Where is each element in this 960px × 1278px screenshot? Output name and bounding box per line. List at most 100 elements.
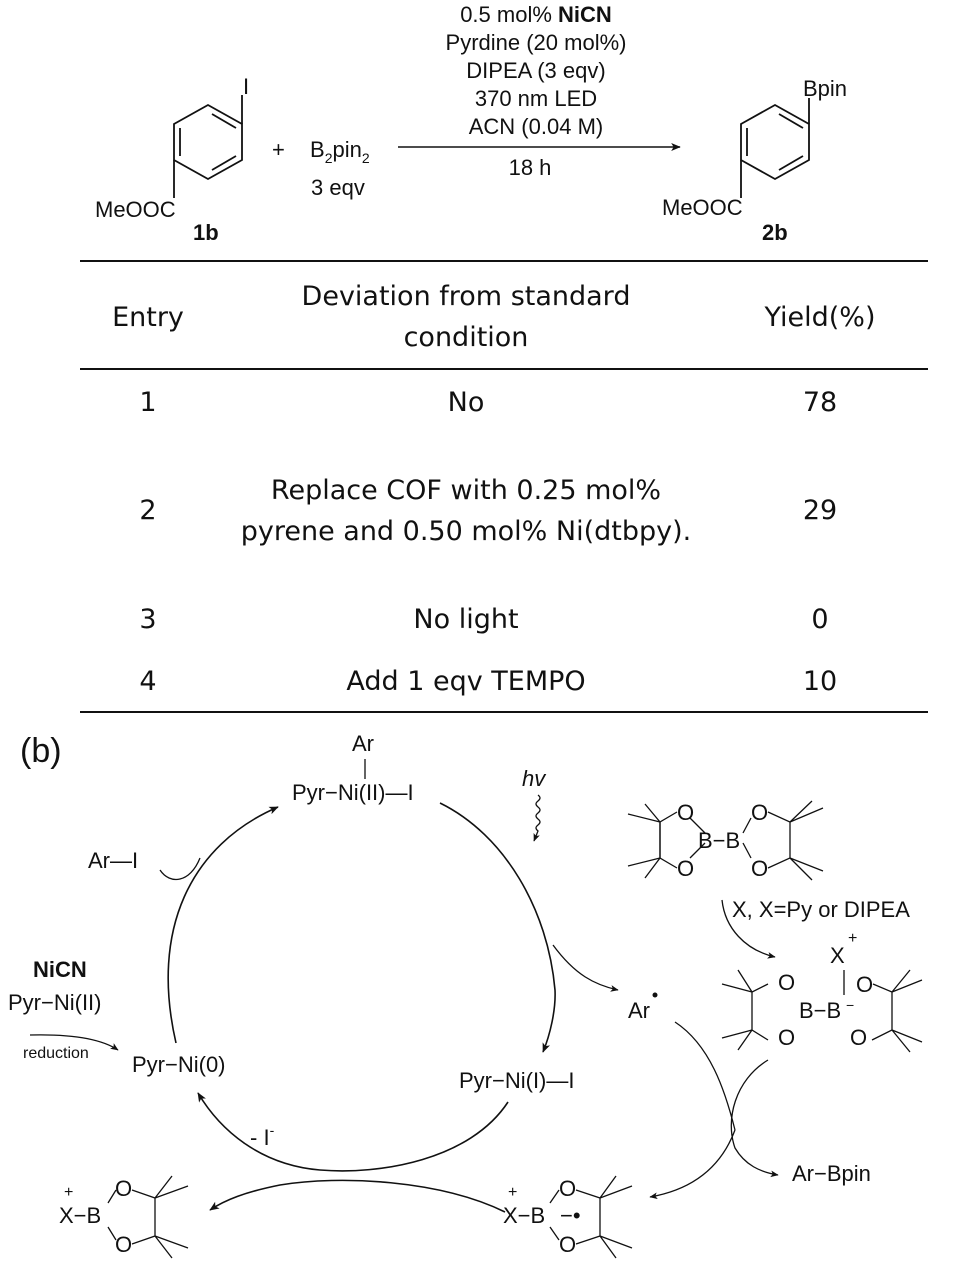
ate-oxygen-2: O	[856, 972, 873, 997]
product-structure: Bpin MeOOC 2b	[662, 76, 847, 245]
boryl-cation-ring	[131, 1189, 156, 1245]
ate-left-methyls	[721, 969, 753, 1051]
condition-catalyst: 0.5 mol% NiCN	[460, 2, 612, 27]
ate-complex-plus: +	[848, 930, 857, 947]
precatalyst-name: NiCN	[33, 957, 87, 982]
condition-light: 370 nm LED	[475, 86, 597, 111]
plus-sign: +	[272, 137, 285, 162]
boryl-radical-oxygen-2: O	[559, 1232, 576, 1257]
boryl-cation-bo-bonds	[107, 1189, 117, 1241]
boryl-cation-label: X−B	[59, 1203, 101, 1228]
ate-oxygen-4: O	[850, 1025, 867, 1050]
nickel-zero-label: Pyr−Ni(0)	[132, 1052, 226, 1077]
row2-deviation-line1: Replace COF with 0.25 mol%	[271, 475, 661, 506]
ate-complex-x: X	[830, 943, 845, 968]
header-deviation-line2: condition	[404, 322, 529, 353]
table-row: 4 Add 1 eqv TEMPO 10	[139, 666, 837, 697]
boryl-radical-methyls	[599, 1175, 633, 1259]
condition-solvent: ACN (0.04 M)	[469, 114, 603, 139]
aryl-radical-arrow	[552, 944, 619, 992]
row2-yield: 29	[803, 495, 837, 526]
product-label: Ar−Bpin	[792, 1161, 871, 1186]
mechanism-panel: (b) Ar Pyr−Ni(II)—I hv Ar—I Ar NiCN Pyr−…	[8, 731, 923, 1259]
row2-entry: 2	[139, 495, 156, 526]
reduction-label: reduction	[23, 1045, 89, 1062]
reagent-formula: B2pin2	[310, 137, 370, 166]
hv-label: hv	[522, 766, 547, 791]
aryl-iodide-curve	[159, 857, 201, 881]
header-deviation-line1: Deviation from standard	[302, 281, 631, 312]
row1-deviation: No	[448, 387, 485, 418]
pinacol-right-ring	[767, 811, 791, 869]
boryl-radical-oxygen-1: O	[559, 1176, 576, 1201]
ate-right-methyls	[891, 969, 923, 1053]
reaction-scheme: I MeOOC 1b + B2pin2 3 eqv 0.5 mol% NiCN …	[95, 2, 847, 245]
row3-deviation: No light	[413, 604, 518, 635]
iodide-loss-label: - I-	[250, 1122, 275, 1150]
b2pin2-oxygen-2: O	[751, 800, 768, 825]
reduction-arrow	[29, 1034, 119, 1051]
ate-left-ring	[751, 983, 769, 1041]
ate-oxygen-1: O	[778, 970, 795, 995]
boryl-radical-label: X−B	[503, 1203, 545, 1228]
table-header: Entry Deviation from standard condition …	[112, 281, 875, 353]
row4-entry: 4	[139, 666, 156, 697]
row2-deviation-line2: pyrene and 0.50 mol% Ni(dtbpy).	[241, 516, 692, 547]
ate-complex-structure: + X O O O O B−B −	[721, 930, 923, 1053]
reaction-conditions: 0.5 mol% NiCN Pyrdine (20 mol%) DIPEA (3…	[446, 2, 627, 180]
b2pin2-oxygen-1: O	[677, 800, 694, 825]
reactant-ester-label: MeOOC	[95, 197, 176, 222]
condition-pyridine: Pyrdine (20 mol%)	[446, 30, 627, 55]
ate-center: B−B	[799, 998, 841, 1023]
condition-time: 18 h	[509, 155, 552, 180]
row1-yield: 78	[803, 387, 837, 418]
product-ester-label: MeOOC	[662, 195, 743, 220]
header-yield: Yield(%)	[763, 302, 875, 333]
light-wavy-arrow	[533, 794, 541, 842]
b2pin2-oxygen-3: O	[677, 856, 694, 881]
ate-minus: −	[846, 997, 854, 1013]
row3-yield: 0	[811, 604, 828, 635]
boryl-radical-dot: −•	[560, 1203, 581, 1228]
reactant-structure: I MeOOC 1b	[95, 74, 249, 245]
row4-deviation: Add 1 eqv TEMPO	[346, 666, 585, 697]
activator-label: X, X=Py or DIPEA	[732, 897, 910, 922]
pinacol-right-methyls	[789, 800, 824, 881]
product-compound-label: 2b	[762, 220, 788, 245]
cycle-arc-right	[439, 802, 556, 1053]
boryl-cation-structure: + X−B O O	[59, 1175, 189, 1259]
b2pin2-bonds-right	[742, 817, 752, 859]
optimization-table: Entry Deviation from standard condition …	[80, 260, 928, 713]
boryl-cation-plus: +	[64, 1184, 73, 1201]
b2pin2-structure: O O O O B−B	[627, 800, 824, 881]
nickel-one-label: Pyr−Ni(I)—I	[459, 1068, 575, 1093]
pinacol-left-ring	[659, 811, 678, 869]
precatalyst-label: Pyr−Ni(II)	[8, 990, 102, 1015]
boryl-cation-methyls	[154, 1175, 189, 1259]
b2pin2-bonds-left	[689, 817, 706, 859]
row4-yield: 10	[803, 666, 837, 697]
top-complex-aryl: Ar	[352, 731, 374, 756]
ate-right-ring	[871, 983, 893, 1041]
reagent-b2pin2: B2pin2 3 eqv	[310, 137, 370, 200]
boryl-radical-structure: + X−B −• O O	[503, 1175, 633, 1259]
header-entry: Entry	[112, 302, 184, 333]
b2pin2-oxygen-4: O	[751, 856, 768, 881]
row3-entry: 3	[139, 604, 156, 635]
cycle-arc-left	[167, 806, 279, 1044]
top-complex-label: Pyr−Ni(II)—I	[292, 780, 414, 805]
condition-dipea: DIPEA (3 eqv)	[466, 58, 605, 83]
row1-entry: 1	[139, 387, 156, 418]
table-row: 3 No light 0	[139, 604, 828, 635]
activator-arrow	[721, 899, 776, 959]
table-row: 1 No 78	[139, 387, 837, 418]
boryl-radical-release-arrow	[649, 1129, 736, 1200]
boryl-radical-ring	[575, 1189, 601, 1245]
boryl-cation-oxygen-1: O	[115, 1176, 132, 1201]
aryl-radical-label: Ar	[628, 998, 650, 1023]
radical-coupling-curve	[674, 1021, 736, 1131]
radical-dot	[652, 992, 658, 998]
boryl-radical-plus: +	[508, 1184, 517, 1201]
product-forming-arrow	[730, 1059, 779, 1178]
